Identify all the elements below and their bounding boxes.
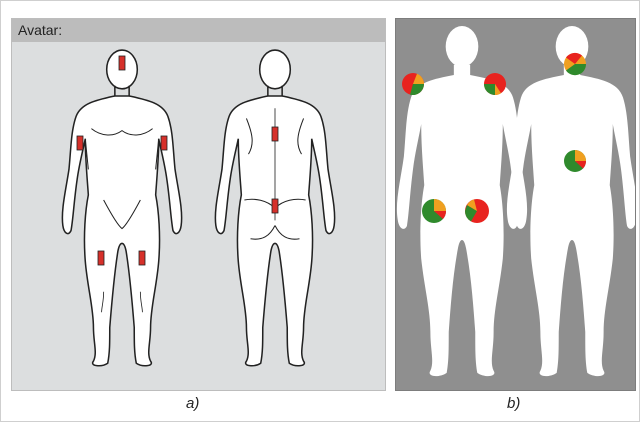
sensor-marker-left-arm[interactable] <box>161 136 167 150</box>
pie-indicator-left-shoulder[interactable] <box>484 73 506 95</box>
sensor-marker-left-shin[interactable] <box>139 251 145 265</box>
pie-indicator-left-hip[interactable] <box>465 199 489 223</box>
avatar-panel: Avatar: <box>11 18 386 391</box>
pie-indicator-mid-back[interactable] <box>564 150 586 172</box>
pie-indicator-neck[interactable] <box>564 53 586 75</box>
sensor-marker-lower-back[interactable] <box>272 199 278 213</box>
sensor-marker-head[interactable] <box>119 56 125 70</box>
sensor-marker-right-arm[interactable] <box>77 136 83 150</box>
pie-indicator-right-hip[interactable] <box>422 199 446 223</box>
pain-visualization-panel <box>395 18 636 391</box>
panel-a-caption: a) <box>186 395 199 412</box>
front-body-figure <box>62 50 181 366</box>
sensor-marker-upper-back[interactable] <box>272 127 278 141</box>
sensor-marker-right-shin[interactable] <box>98 251 104 265</box>
visualization-canvas <box>396 19 635 390</box>
avatar-body-canvas <box>12 43 385 392</box>
avatar-panel-title: Avatar: <box>12 19 385 42</box>
pie-indicator-right-shoulder[interactable] <box>402 73 424 95</box>
panel-b-caption: b) <box>507 395 520 412</box>
